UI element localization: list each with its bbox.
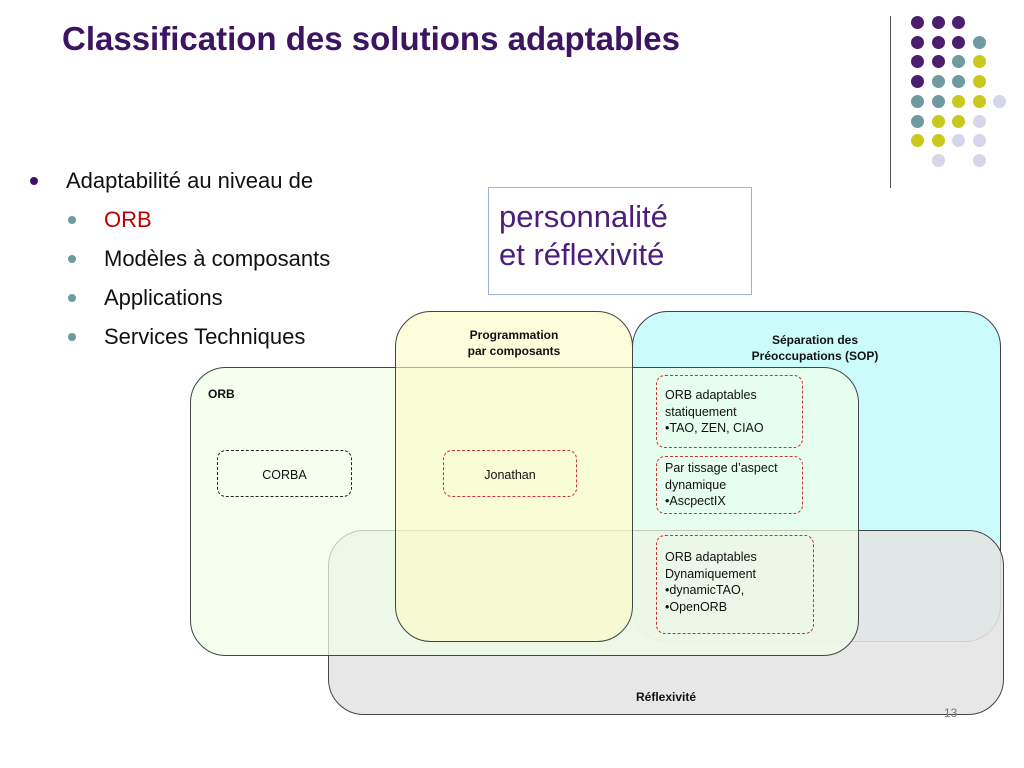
- sub-bullet-text: ORB: [104, 207, 152, 232]
- decorative-dot: [952, 134, 965, 148]
- bullet-main: Adaptabilité au niveau de: [30, 168, 313, 194]
- box-corba: CORBA: [217, 450, 352, 497]
- bullet-main-text: Adaptabilité au niveau de: [66, 168, 314, 193]
- decorative-dot: [911, 134, 924, 148]
- decorative-dot: [972, 55, 986, 69]
- callout-line: et réflexivité: [499, 236, 665, 272]
- decorative-dot: [952, 55, 965, 69]
- decorative-dot: [911, 35, 924, 49]
- decorative-dot: [911, 94, 924, 108]
- box-text: •dynamicTAO,: [665, 583, 745, 597]
- sub-bullet-text: Services Techniques: [104, 324, 306, 349]
- decorative-dot: [911, 75, 924, 89]
- decorative-dot: [931, 55, 945, 69]
- box-text: Par tissage d’aspect: [665, 461, 778, 475]
- box-text: CORBA: [262, 468, 307, 482]
- box-text: ORB adaptables: [665, 550, 757, 564]
- decorative-dot: [972, 35, 986, 49]
- region-programmation: [395, 311, 633, 642]
- box-text: •AscpectIX: [665, 494, 726, 508]
- label-line: Programmation: [469, 328, 559, 342]
- sub-bullet-dot-icon: [68, 216, 76, 224]
- decorative-dot: [972, 153, 986, 167]
- decorative-dot: [972, 134, 986, 148]
- box-text: •TAO, ZEN, CIAO: [665, 421, 764, 435]
- decorative-dot: [972, 94, 986, 108]
- slide-title: Classification des solutions adaptables: [62, 20, 680, 57]
- decorative-dot: [911, 114, 924, 128]
- label-orb: ORB: [208, 387, 235, 401]
- divider-line: [890, 16, 891, 188]
- box-text: ORB adaptables: [665, 388, 757, 402]
- callout-line: personnalité: [499, 199, 668, 234]
- decorative-dot: [972, 75, 986, 89]
- decorative-dot: [931, 114, 945, 128]
- sub-bullet-text: Modèles à composants: [104, 246, 331, 271]
- label-line: Préoccupations (SOP): [751, 349, 879, 364]
- box-aspect: Par tissage d’aspect dynamique •AscpectI…: [656, 456, 803, 514]
- box-text: Dynamiquement: [665, 566, 757, 581]
- decorative-dot: [931, 153, 945, 167]
- label-programmation: Programmation par composants: [395, 327, 633, 359]
- page-number: 13: [944, 706, 958, 720]
- callout-box: personnalité et réflexivité: [488, 187, 752, 295]
- box-orb-dynamic: ORB adaptables Dynamiquement •dynamicTAO…: [656, 535, 814, 634]
- box-jonathan: Jonathan: [443, 450, 577, 497]
- label-line: Séparation des: [771, 333, 859, 347]
- box-text: statiquement: [665, 404, 737, 419]
- decorative-dot: [952, 35, 965, 49]
- decorative-dot: [993, 94, 1006, 108]
- decorative-dot: [911, 55, 924, 69]
- box-text: Jonathan: [484, 468, 536, 482]
- bullet-dot-icon: [30, 177, 38, 185]
- box-text: •OpenORB: [665, 599, 728, 614]
- sub-bullet-modeles: Modèles à composants: [68, 246, 330, 272]
- box-text: dynamique: [665, 477, 727, 492]
- decorative-dot: [952, 114, 965, 128]
- sub-bullet-services: Services Techniques: [68, 324, 305, 350]
- sub-bullet-dot-icon: [68, 255, 76, 263]
- decorative-dot: [931, 75, 945, 89]
- sub-bullet-applications: Applications: [68, 285, 223, 311]
- decorative-dot: [952, 94, 965, 108]
- decorative-dot: [931, 94, 945, 108]
- decorative-dot: [931, 134, 945, 148]
- decorative-dot: [952, 16, 965, 29]
- label-line: par composants: [467, 344, 561, 359]
- decorative-dot: [931, 35, 945, 49]
- sub-bullet-dot-icon: [68, 333, 76, 341]
- decorative-dot: [952, 75, 965, 89]
- sub-bullet-text: Applications: [104, 285, 223, 310]
- box-orb-static: ORB adaptables statiquement •TAO, ZEN, C…: [656, 375, 803, 448]
- decorative-dot: [931, 16, 945, 29]
- sub-bullet-dot-icon: [68, 294, 76, 302]
- decorative-dot: [972, 114, 986, 128]
- label-sop: Séparation des Préoccupations (SOP): [700, 332, 930, 364]
- sub-bullet-orb: ORB: [68, 207, 152, 233]
- label-reflexivite: Réflexivité: [635, 690, 697, 704]
- decorative-dot: [911, 16, 924, 29]
